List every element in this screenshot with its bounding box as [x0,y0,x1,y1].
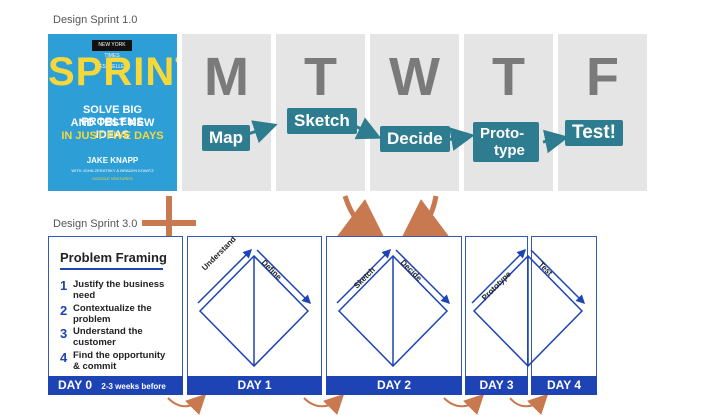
band-day-2: DAY 2 [326,376,462,395]
pf-item-number: 2 [60,303,68,318]
book-footer: GOOGLE VENTURES [92,176,133,181]
panel-day-4 [531,236,597,378]
sprint-book-cover: NEW YORK TIMES BESTSELLER SPRINT SOLVE B… [48,34,177,191]
day-letter: T [492,47,525,107]
tag-test: Test! [565,120,623,146]
day-letter: F [586,47,619,107]
day-card-wednesday: W [370,34,459,191]
tag-prototype-line-2: type [494,142,525,159]
pf-item-number: 4 [60,350,68,365]
diamond-day-2 [336,248,451,368]
sprint-1-label: Design Sprint 1.0 [53,14,138,26]
book-author: JAKE KNAPP [86,156,139,165]
panel-problem-framing [48,236,183,378]
diamond-day-1 [197,248,312,368]
tag-sketch: Sketch [287,108,357,134]
swoosh-3 [443,393,485,415]
tag-decide: Decide [380,126,450,152]
book-badge: NEW YORK TIMES BESTSELLER [92,40,132,70]
sprint-3-label: Design Sprint 3.0 [53,218,138,230]
book-title: SPRINT [48,50,177,94]
problem-framing-title: Problem Framing [60,250,167,265]
pf-item-text: Justify the business need [73,279,165,301]
swoosh-2 [303,393,345,415]
book-line-2: AND TEST NEW IDEAS [70,117,155,141]
panel-day-2 [326,236,462,378]
pf-item-text: Understand the customer [73,326,143,348]
band-day-3: DAY 3 [465,376,528,395]
band-day-4: DAY 4 [531,376,597,395]
pf-item-text: Find the opportunity & commit [73,350,166,372]
diamond-day-3-4 [471,248,586,368]
day-card-thursday: T [464,34,553,191]
band-day-0-note: 2-3 weeks before [101,382,166,391]
plus-vertical [166,196,172,258]
day-card-monday: M [182,34,271,191]
tag-prototype: Proto- type [473,122,539,162]
book-coauthors: WITH JOHN ZERATSKY & BRADEN KOWITZ [71,168,154,173]
connector-map-sketch [247,120,278,144]
swoosh-1 [167,393,207,415]
band-day-0-label: DAY 0 [58,378,93,392]
pf-item-text: Contextualize the problem [73,303,152,325]
band-day-0: DAY 0 2-3 weeks before [48,376,183,395]
day-letter: M [204,47,249,107]
band-day-1: DAY 1 [187,376,322,395]
book-line-3: IN JUST FIVE DAYS [61,130,164,142]
connector-decide-prototype [445,127,475,151]
tag-map: Map [202,125,250,151]
day-card-friday: F [558,34,647,191]
day-letter: W [389,47,440,107]
tag-prototype-line-1: Proto- [480,125,525,142]
pf-item-number: 3 [60,326,68,341]
pf-item-number: 1 [60,278,68,293]
book-line-1: SOLVE BIG PROBLEMS [81,104,144,128]
problem-framing-underline [60,268,163,270]
day-letter: T [304,47,337,107]
swoosh-4 [509,393,549,415]
connector-prototype-test [542,129,569,154]
connector-sketch-decide [354,117,382,140]
